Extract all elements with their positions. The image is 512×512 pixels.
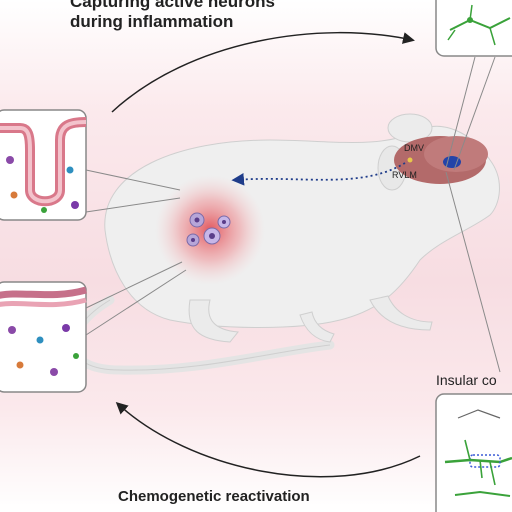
inflammation-site (155, 175, 265, 285)
insular-cortex-label: Insular co (436, 372, 497, 388)
bottom-arrow (115, 401, 421, 478)
rvlm-label: RVLM (392, 170, 417, 180)
brain (394, 136, 488, 184)
connector-lines (85, 56, 501, 373)
panel-neurons-bottom (435, 393, 512, 512)
bottom-title: Chemogenetic reactivation (118, 488, 310, 505)
panel-gut-villus (0, 109, 87, 221)
panel-neurons-top (435, 0, 512, 57)
panel-tissue (0, 281, 87, 393)
top-arrow (111, 31, 415, 113)
neural-pathway (231, 162, 406, 186)
top-title: Capturing active neurons during inflamma… (70, 0, 275, 31)
dmv-label: DMV (404, 143, 424, 153)
